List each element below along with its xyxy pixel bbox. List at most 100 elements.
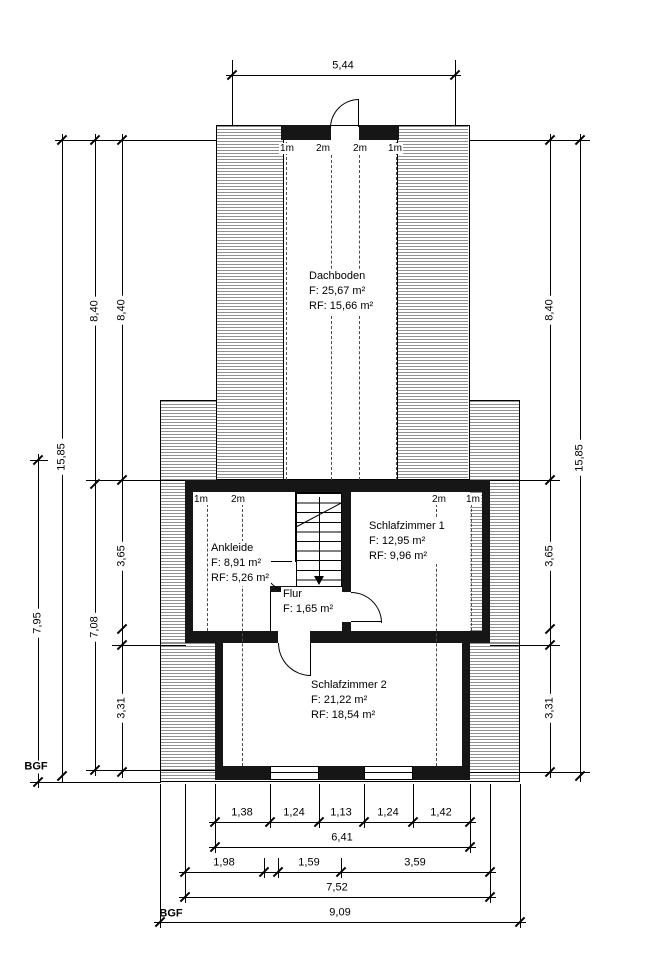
dimension-label: 7,08 [87,612,103,642]
dimension-line [122,134,123,778]
door-arc [330,99,359,128]
window [364,766,413,780]
door-leaf [351,621,381,622]
dimension-label: 1,24 [377,806,399,819]
wall-segment [359,125,399,140]
room-area-rf: RF: 5,26 m² [211,572,270,584]
dimension-line [226,75,461,76]
roof-edge-top [160,400,217,401]
height-marker-label: 2m [230,494,246,505]
wall-segment [413,766,470,780]
room-area-rf: RF: 15,66 m² [309,300,374,312]
wall-segment [185,480,490,492]
dimension-label: 3,31 [542,693,558,723]
dimension-label: 3,59 [404,856,426,869]
stair-direction-line [319,497,320,577]
height-marker-label: 1m [279,143,295,154]
height-line-2m [331,155,332,480]
door-leaf [358,99,359,127]
extension-line [364,784,365,828]
dimension-label: 15,85 [54,439,70,475]
wall-segment [185,631,278,643]
dimension-label: 1,38 [231,806,253,819]
room-label-schlafzimmer1: Schlafzimmer 1 F: 12,95 m² RF: 9,96 m² [367,519,447,564]
roof-slope-hatch [160,401,216,480]
extension-line [86,480,186,481]
door-leaf [262,561,292,562]
dimension-label: 1,13 [330,806,352,819]
dimension-label: 1,98 [213,856,235,869]
extension-line [490,645,560,646]
dimension-label: 3,31 [114,693,130,723]
hatch-edge-line [283,126,284,480]
dimension-label: 9,09 [329,906,351,919]
dimension-line [179,897,496,898]
extension-line [86,770,216,771]
extension-line [232,60,233,126]
extension-line [270,784,271,828]
extension-line [490,480,560,481]
extension-line [185,784,186,903]
roof-slope-hatch [470,401,519,480]
wall-segment [342,622,351,631]
height-line-1m [471,494,472,631]
hatch-edge-line [397,126,398,480]
dimension-label: 1,59 [298,856,320,869]
dimension-label: 7,52 [326,881,348,894]
wall-segment [185,480,193,643]
extension-line [413,784,414,828]
extension-line [55,140,217,141]
room-area-f: F: 21,22 m² [311,694,368,706]
roof-edge-bottom [160,781,520,782]
extension-line [30,782,161,783]
extension-line [341,858,342,878]
room-area-f: F: 8,91 m² [211,557,262,569]
extension-line [160,784,161,928]
dimension-label: 15,85 [572,440,588,476]
room-area-f: F: 1,65 m² [283,603,334,615]
window [270,766,319,780]
room-label-flur: Flur F: 1,65 m² [281,587,336,617]
extension-line [469,140,590,141]
room-name: Ankleide [211,542,254,554]
dimension-label: 1,42 [430,806,452,819]
extension-line [520,784,521,928]
wall-segment [319,766,364,780]
wall-segment [281,125,331,140]
door-arc [278,643,311,676]
roof-slope-hatch [470,480,519,643]
bgf-label: BGF [22,760,50,774]
extension-line [490,784,491,903]
roof-slope-hatch [217,126,283,480]
dimension-label: 8,40 [542,295,558,325]
roof-edge-left [160,400,161,782]
height-marker-label: 2m [352,143,368,154]
dimension-label: 8,40 [114,295,130,325]
room-name: Flur [283,588,302,600]
room-area-f: F: 25,67 m² [309,285,366,297]
roof-slope-hatch [160,643,216,781]
bgf-label: BGF [159,907,183,920]
dimension-label: 6,41 [331,831,353,844]
extension-line [264,858,265,878]
dimension-line [95,134,96,776]
extension-line [30,460,48,461]
height-marker-label: 1m [465,494,481,505]
dimension-label: 3,65 [542,541,558,571]
extension-line [455,60,456,126]
roof-slope-hatch [463,643,520,781]
wall-segment [215,643,223,780]
room-area-rf: RF: 9,96 m² [369,550,428,562]
stair-arrow-down-icon [314,576,324,585]
height-marker-label: 2m [431,494,447,505]
height-line-2m [436,494,437,766]
extension-line [112,645,186,646]
dimension-label: 1,24 [283,806,305,819]
door-leaf [310,643,311,675]
window-glazing-line [364,772,413,773]
room-name: Schlafzimmer 2 [311,679,387,691]
partition-wall [270,592,271,631]
extension-line [470,772,590,773]
room-area-rf: RF: 18,54 m² [311,709,376,721]
